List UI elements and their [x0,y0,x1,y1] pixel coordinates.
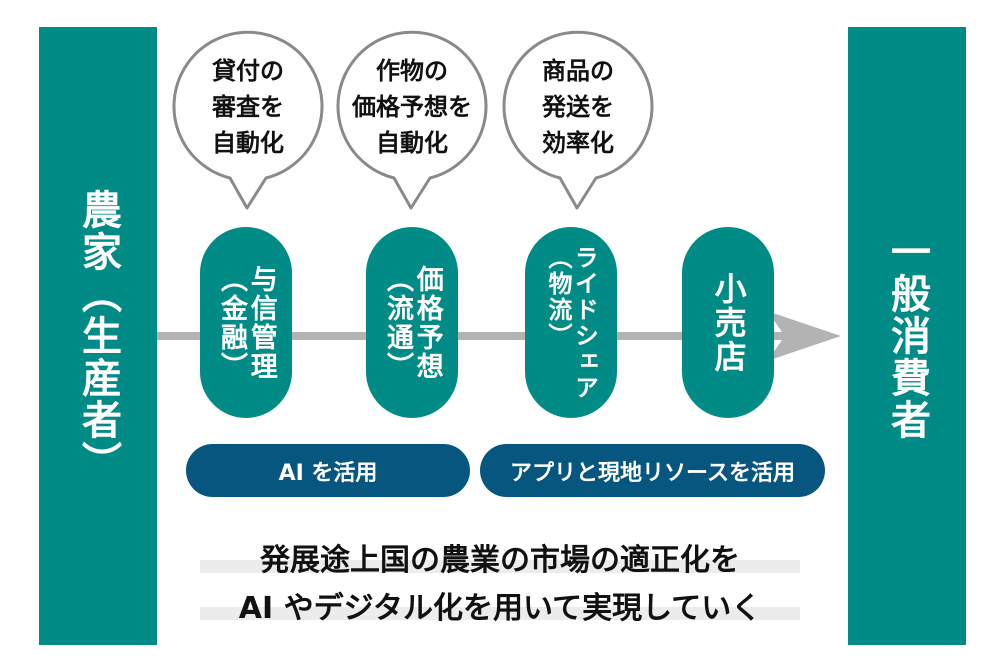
speech-bubble-icon [336,30,488,210]
bubble-line: 商品の [542,57,614,85]
bubble-line: 効率化 [542,129,614,157]
step-sublabel: （流通） [382,264,413,381]
bubble-line: 発送を [542,93,614,121]
step-credit-management: 与信管理 （金融） [200,227,292,418]
bubble-line: 貸付の [212,57,284,85]
end-node-label: 一般消費者 [884,231,930,441]
right-arrow-icon [157,311,841,361]
category-ai: AI を活用 [186,444,470,497]
bubble-line: 審査を [212,93,284,121]
summary-line-1: 発展途上国の農業の市場の適正化を [260,543,740,578]
bubble-line: 自動化 [376,129,448,157]
start-node-farmer: 農家（生産者） [39,27,157,645]
bubble-loan-review: 貸付の 審査を 自動化 [170,30,326,215]
flow-arrow-shaft [157,332,797,340]
step-label: 与信管理 [245,264,277,381]
end-node-consumer: 一般消費者 [848,27,966,645]
bubble-line: 作物の [376,57,448,85]
category-label: アプリと現地リソースを活用 [510,460,795,486]
step-label: ライドシェア [570,244,599,401]
summary-line-2: AI やデジタル化を用いて実現していく [238,591,762,626]
bubble-shipping: 商品の 発送を 効率化 [500,30,656,215]
bubble-line: 自動化 [212,129,284,157]
step-label: 小売店 [709,271,748,374]
step-ride-share: ライドシェア （物流） [525,227,617,418]
step-label: 価格予想 [411,264,443,381]
category-label: AI を活用 [278,460,378,486]
speech-bubble-icon [502,30,654,210]
bubble-price-forecast: 作物の 価格予想を 自動化 [334,30,490,215]
start-node-label: 農家（生産者） [75,189,121,483]
flow-arrow-head [767,311,841,361]
highlight-bar [200,560,800,573]
step-sublabel: （物流） [544,244,572,349]
step-sublabel: （金融） [216,264,247,381]
step-price-forecast: 価格予想 （流通） [366,227,458,418]
bubble-text: 貸付の 審査を 自動化 [170,53,326,161]
bubble-text: 作物の 価格予想を 自動化 [334,53,490,161]
highlight-bar [200,607,800,620]
category-apps-local-resources: アプリと現地リソースを活用 [480,444,825,497]
bubble-line: 価格予想を [352,93,472,121]
bubble-text: 商品の 発送を 効率化 [500,53,656,161]
speech-bubble-icon [172,30,324,210]
step-retail-store: 小売店 [682,227,774,418]
